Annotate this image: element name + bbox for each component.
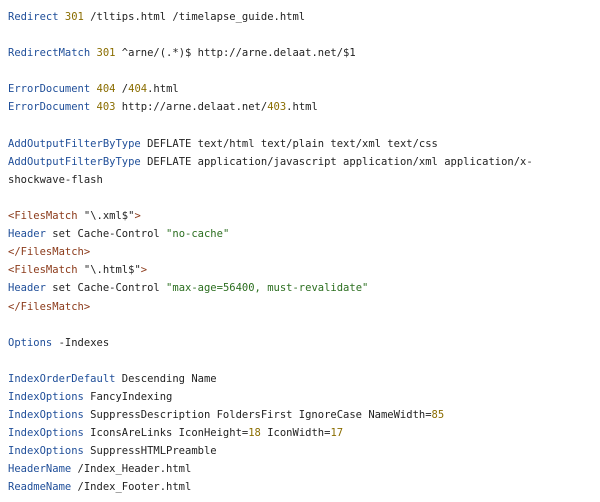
code-token: set Cache-Control [45, 282, 167, 295]
code-token: Header [8, 282, 46, 295]
code-line: <FilesMatch "\.html$"> [8, 261, 592, 279]
code-token: 403 [267, 101, 287, 114]
code-token: /Index_Header.html [71, 463, 192, 476]
code-line: AddOutputFilterByType DEFLATE text/html … [8, 135, 592, 153]
code-line: Options -Indexes [8, 334, 592, 352]
code-line: ErrorDocument 404 /404.html [8, 80, 592, 98]
code-token: SuppressHTMLPreamble [83, 445, 217, 458]
code-line [8, 62, 592, 80]
code-token: RedirectMatch [8, 47, 91, 60]
code-token: "max-age=56400, must-revalidate" [166, 282, 369, 295]
code-token: 404 [128, 83, 148, 96]
code-token: Header [8, 228, 46, 241]
code-line: IndexOptions SuppressHTMLPreamble [8, 442, 592, 460]
htaccess-code-listing: Redirect 301 /tltips.html /timelapse_gui… [8, 8, 592, 497]
code-line: IndexOptions IconsAreLinks IconHeight=18… [8, 424, 592, 442]
code-token: .html [286, 101, 318, 114]
code-line: Header set Cache-Control "no-cache" [8, 225, 592, 243]
code-line: RedirectMatch 301 ^arne/(.*)$ http://arn… [8, 44, 592, 62]
code-token: <FilesMatch [8, 264, 78, 277]
code-line: ErrorDocument 403 http://arne.delaat.net… [8, 98, 592, 116]
code-token: ErrorDocument [8, 83, 91, 96]
code-token: IconWidth= [260, 427, 331, 440]
code-token: /Index_Footer.html [71, 481, 192, 494]
code-token: "no-cache" [166, 228, 230, 241]
code-token: </FilesMatch> [8, 300, 91, 313]
code-line: ReadmeName /Index_Footer.html [8, 478, 592, 496]
code-token: SuppressDescription FoldersFirst IgnoreC… [83, 409, 432, 422]
code-token: <FilesMatch [8, 210, 78, 223]
code-token: 17 [330, 427, 344, 440]
code-token: FancyIndexing [83, 390, 173, 403]
code-token: "\.xml$" [77, 210, 135, 223]
code-token: > [134, 210, 141, 223]
code-token: IconsAreLinks IconHeight= [83, 427, 249, 440]
code-token: 18 [248, 427, 261, 440]
code-token: AddOutputFilterByType [8, 137, 141, 150]
code-token: IndexOptions [8, 445, 84, 458]
code-token: -Indexes [52, 336, 110, 349]
code-line [8, 316, 592, 334]
code-line [8, 117, 592, 135]
code-token: /tltips.html /timelapse_guide.html [83, 11, 306, 23]
code-token: set Cache-Control [45, 228, 167, 241]
code-token: DEFLATE application/javascript applicati… [8, 155, 533, 186]
code-token: ^arne/(.*)$ http://arne.delaat.net/$1 [115, 47, 356, 60]
code-token: / [115, 83, 129, 96]
code-token: .html [147, 83, 179, 96]
code-token: 404 [96, 83, 116, 96]
code-line: Redirect 301 /tltips.html /timelapse_gui… [8, 8, 592, 26]
code-line: IndexOptions SuppressDescription Folders… [8, 406, 592, 424]
code-token: ReadmeName [8, 481, 72, 494]
code-line: <FilesMatch "\.xml$"> [8, 207, 592, 225]
code-line [8, 189, 592, 207]
code-token: 301 [96, 47, 116, 60]
code-token: HeaderName [8, 463, 72, 476]
code-token: 403 [96, 101, 116, 114]
code-token: > [140, 264, 148, 277]
code-line: HeaderName /Index_Header.html [8, 460, 592, 478]
code-line: IndexOptions FancyIndexing [8, 388, 592, 406]
code-token: ErrorDocument [8, 101, 91, 114]
code-token: IndexOrderDefault [8, 372, 116, 385]
code-line: IndexOrderDefault Descending Name [8, 370, 592, 388]
code-token: Descending Name [115, 372, 217, 385]
code-token: AddOutputFilterByType [8, 155, 141, 168]
code-token: </FilesMatch> [8, 246, 91, 259]
code-token: IndexOptions [8, 409, 84, 422]
code-token: "\.html$" [77, 264, 141, 277]
code-line: </FilesMatch> [8, 243, 592, 261]
code-token: Redirect [8, 11, 59, 23]
code-line [8, 26, 592, 44]
code-token: 301 [64, 11, 84, 23]
code-line: </FilesMatch> [8, 298, 592, 316]
code-token: DEFLATE text/html text/plain text/xml te… [140, 137, 438, 150]
code-line: Header set Cache-Control "max-age=56400,… [8, 279, 592, 297]
code-line [8, 352, 592, 370]
code-token: Options [8, 336, 53, 349]
code-token: 85 [431, 409, 445, 422]
code-token: IndexOptions [8, 390, 84, 403]
code-token: http://arne.delaat.net/ [115, 101, 268, 114]
code-token: IndexOptions [8, 427, 84, 440]
code-line: AddOutputFilterByType DEFLATE applicatio… [8, 153, 592, 189]
